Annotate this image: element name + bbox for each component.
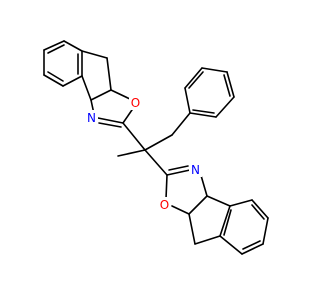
lower-benzene-ring [219, 199, 269, 255]
oxygen-atom-label: O [160, 198, 169, 212]
bond [251, 204, 265, 220]
bond [171, 112, 191, 136]
bond [97, 117, 124, 124]
bond [188, 71, 204, 89]
structure-diagram: O N N O [43, 40, 269, 255]
bond [188, 195, 208, 215]
bond [251, 199, 269, 219]
bond [90, 89, 112, 101]
bond [223, 74, 231, 97]
atom-label-o-upper: O [129, 95, 142, 110]
bond [43, 40, 65, 51]
bond [117, 149, 146, 157]
phenyl-ring [184, 67, 235, 118]
bond [223, 209, 232, 236]
bond [63, 40, 83, 52]
bond [168, 165, 189, 171]
bond [47, 71, 64, 82]
bond [110, 89, 131, 100]
bond [189, 112, 217, 118]
bond [184, 67, 203, 89]
bond [171, 205, 190, 215]
bond [194, 235, 221, 245]
nitrogen-atom-label: N [87, 111, 96, 125]
bond [219, 205, 231, 237]
bond [122, 122, 146, 151]
atom-label-o-lower: O [158, 197, 171, 212]
bond [226, 71, 235, 98]
bond [47, 44, 65, 54]
atom-label-n-lower: N [189, 162, 202, 177]
bond [219, 235, 243, 255]
atom-label-n-upper: N [85, 110, 98, 125]
bond [206, 195, 231, 207]
lower-cyclopentane-ring [188, 195, 231, 245]
bond [81, 75, 92, 101]
bond [215, 96, 235, 118]
bond [201, 67, 228, 73]
nitrogen-atom-label: N [191, 163, 200, 177]
bond [144, 149, 168, 176]
oxygen-atom-label: O [131, 96, 140, 110]
bond [262, 217, 269, 245]
bond [98, 122, 122, 128]
bond [192, 109, 215, 114]
bond [184, 87, 191, 114]
bond [144, 134, 173, 151]
bond [242, 240, 261, 250]
bond [241, 243, 264, 255]
bond [229, 199, 253, 207]
bond [166, 169, 191, 176]
bond [165, 174, 168, 200]
bond [81, 50, 108, 59]
upper-cyclopentane-ring [81, 50, 112, 101]
central-linker [117, 112, 191, 176]
bond [43, 74, 64, 87]
bond [106, 57, 112, 91]
bond [62, 75, 83, 87]
bond [188, 213, 196, 245]
upper-benzene-ring [43, 40, 83, 87]
